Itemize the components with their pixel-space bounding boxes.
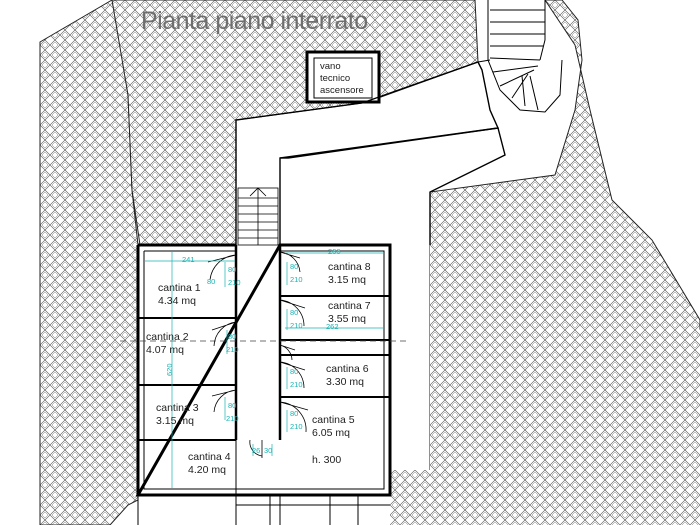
door-7-width: 80 [290,308,299,317]
cellar-6-name: cantina 6 [326,363,369,375]
door-1-width-b: 80 [207,277,216,286]
cellar-3-area: 3.15 mq [156,415,194,427]
basement-walls [135,243,392,525]
elevator-label-2: tecnico [320,73,351,84]
spiral-stair [477,0,563,113]
cellar-3-name: cantina 3 [156,402,199,414]
door-5-width: 80 [290,409,299,418]
door-3-width: 80 [228,401,237,410]
plan-title: Pianta piano interrato [141,7,368,35]
cellar-6-area: 3.30 mq [326,376,364,388]
door-6-width: 80 [290,367,299,376]
door-2-height: 210 [226,345,239,354]
cellar-7-area: 3.55 mq [328,313,366,325]
cellar-1-area: 4.34 mq [158,295,196,307]
door-6-height: 210 [290,380,303,389]
door-5-height: 210 [290,422,303,431]
corridor-walls [235,61,506,245]
cellar-1-name: cantina 1 [158,282,201,294]
cellar-2-name: cantina 2 [146,331,189,343]
right-partitions [280,295,390,398]
elevator-label-3: ascensore [320,85,364,96]
door-2-width: 80 [228,332,237,341]
entry-stair [237,187,279,246]
door-8-width: 80 [290,262,299,271]
door-7-height: 210 [290,321,303,330]
door-3-height: 210 [226,414,239,423]
elevator-room [305,50,381,104]
cellar-5-area: 6.05 mq [312,427,350,439]
dim-266: 266 [328,247,341,256]
dimension-lines [145,252,383,488]
door-4-height: 30 [264,446,273,455]
height-note: h. 300 [312,454,342,466]
door-1-width: 80 [228,265,237,274]
dim-620: 620 [165,363,174,376]
earth-hatch [39,0,700,525]
dim-262: 262 [326,322,339,331]
cellar-4-name: cantina 4 [188,451,231,463]
cellar-5-name: cantina 5 [312,414,355,426]
elevator-label-1: vano [320,61,341,72]
cellar-8-name: cantina 8 [328,261,371,273]
door-1-height: 210 [228,278,241,287]
left-partitions [138,317,237,495]
dim-241: 241 [182,255,195,264]
cellar-7-name: cantina 7 [328,300,371,312]
cellar-2-area: 4.07 mq [146,344,184,356]
door-8-height: 210 [290,275,303,284]
cellar-4-area: 4.20 mq [188,464,226,476]
door-4-width: 26 [252,446,261,455]
cellar-8-area: 3.15 mq [328,274,366,286]
